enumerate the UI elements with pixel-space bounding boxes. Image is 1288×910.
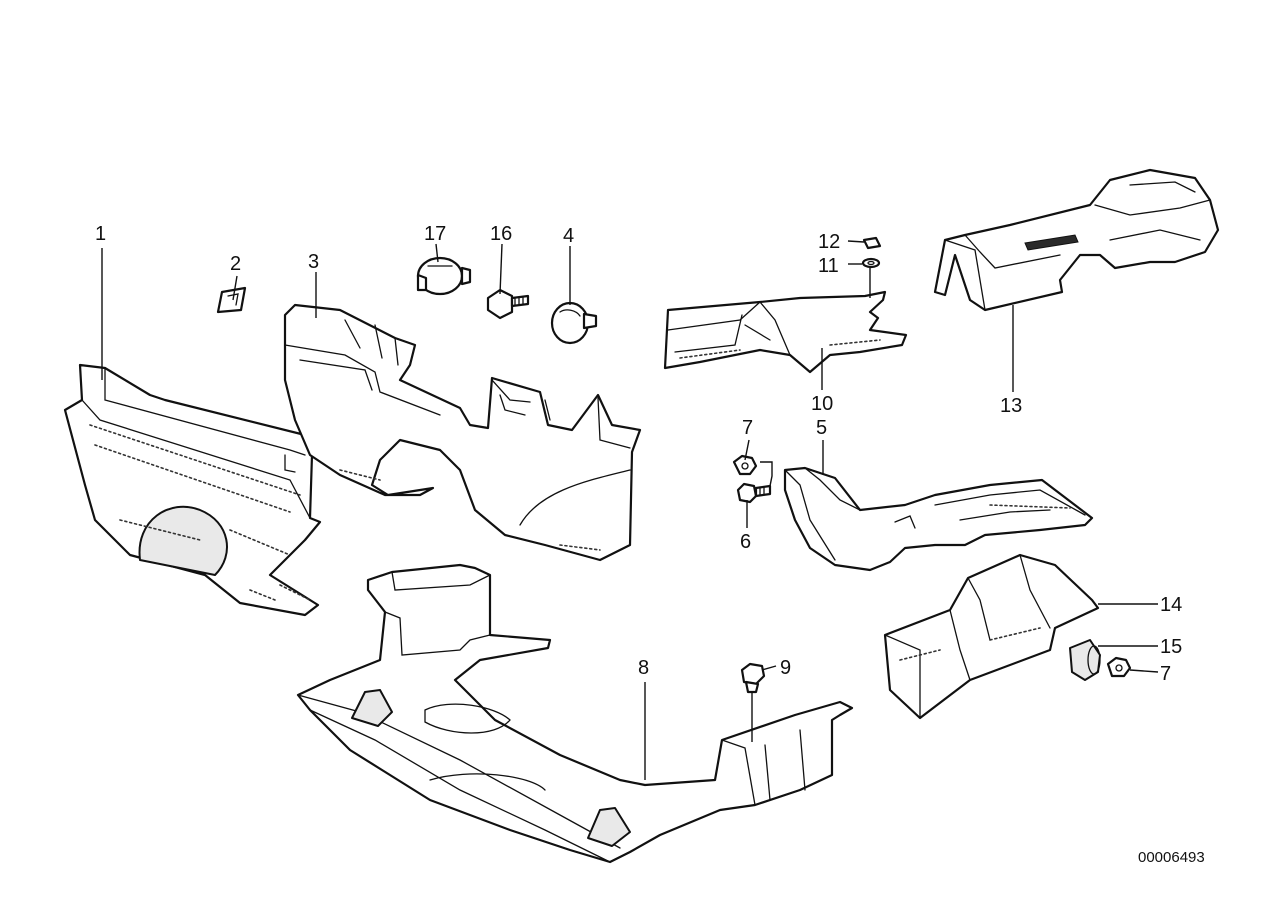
part-3-trim-panel — [283, 303, 642, 562]
callout-13: 13 — [1000, 395, 1022, 417]
callout-1: 1 — [95, 223, 106, 245]
part-7-nut — [732, 454, 758, 476]
callout-15: 15 — [1160, 636, 1182, 658]
part-5-duct — [783, 466, 1094, 572]
callout-2: 2 — [230, 253, 241, 275]
part-1-trim-panel — [63, 363, 322, 617]
part-6-screw — [736, 482, 772, 504]
part-16-screw — [486, 288, 530, 320]
callout-3: 3 — [308, 251, 319, 273]
document-number: 00006493 — [1138, 849, 1205, 866]
part-12-nut — [862, 236, 882, 250]
callout-10: 10 — [811, 393, 833, 415]
part-15-rubber-mount — [1069, 639, 1101, 681]
callout-labels: 1 2 3 17 16 4 12 11 10 13 7 5 6 14 15 7 … — [95, 223, 1182, 685]
callout-7-lower: 7 — [1160, 663, 1171, 685]
part-9-nut — [740, 662, 766, 694]
callout-4: 4 — [563, 225, 574, 247]
part-4-plug — [550, 301, 598, 345]
part-11-washer — [861, 257, 881, 269]
leader-lines — [101, 240, 1159, 780]
callout-5: 5 — [816, 417, 827, 439]
part-7-nut-lower — [1106, 656, 1132, 678]
part-10-duct-cover — [663, 290, 908, 374]
callout-11: 11 — [818, 255, 839, 277]
callout-9: 9 — [780, 657, 791, 679]
part-14-panel — [883, 553, 1100, 720]
callout-6: 6 — [740, 531, 751, 553]
part-13-duct — [933, 168, 1220, 312]
part-8-bottom-cover — [296, 563, 854, 864]
part-2-clip — [216, 286, 247, 314]
callout-17: 17 — [424, 223, 446, 245]
part-17-push-clip — [416, 256, 472, 296]
callout-16: 16 — [490, 223, 512, 245]
callout-12: 12 — [818, 231, 840, 253]
callout-7-upper: 7 — [742, 417, 753, 439]
callout-8: 8 — [638, 657, 649, 679]
callout-14: 14 — [1160, 594, 1182, 616]
